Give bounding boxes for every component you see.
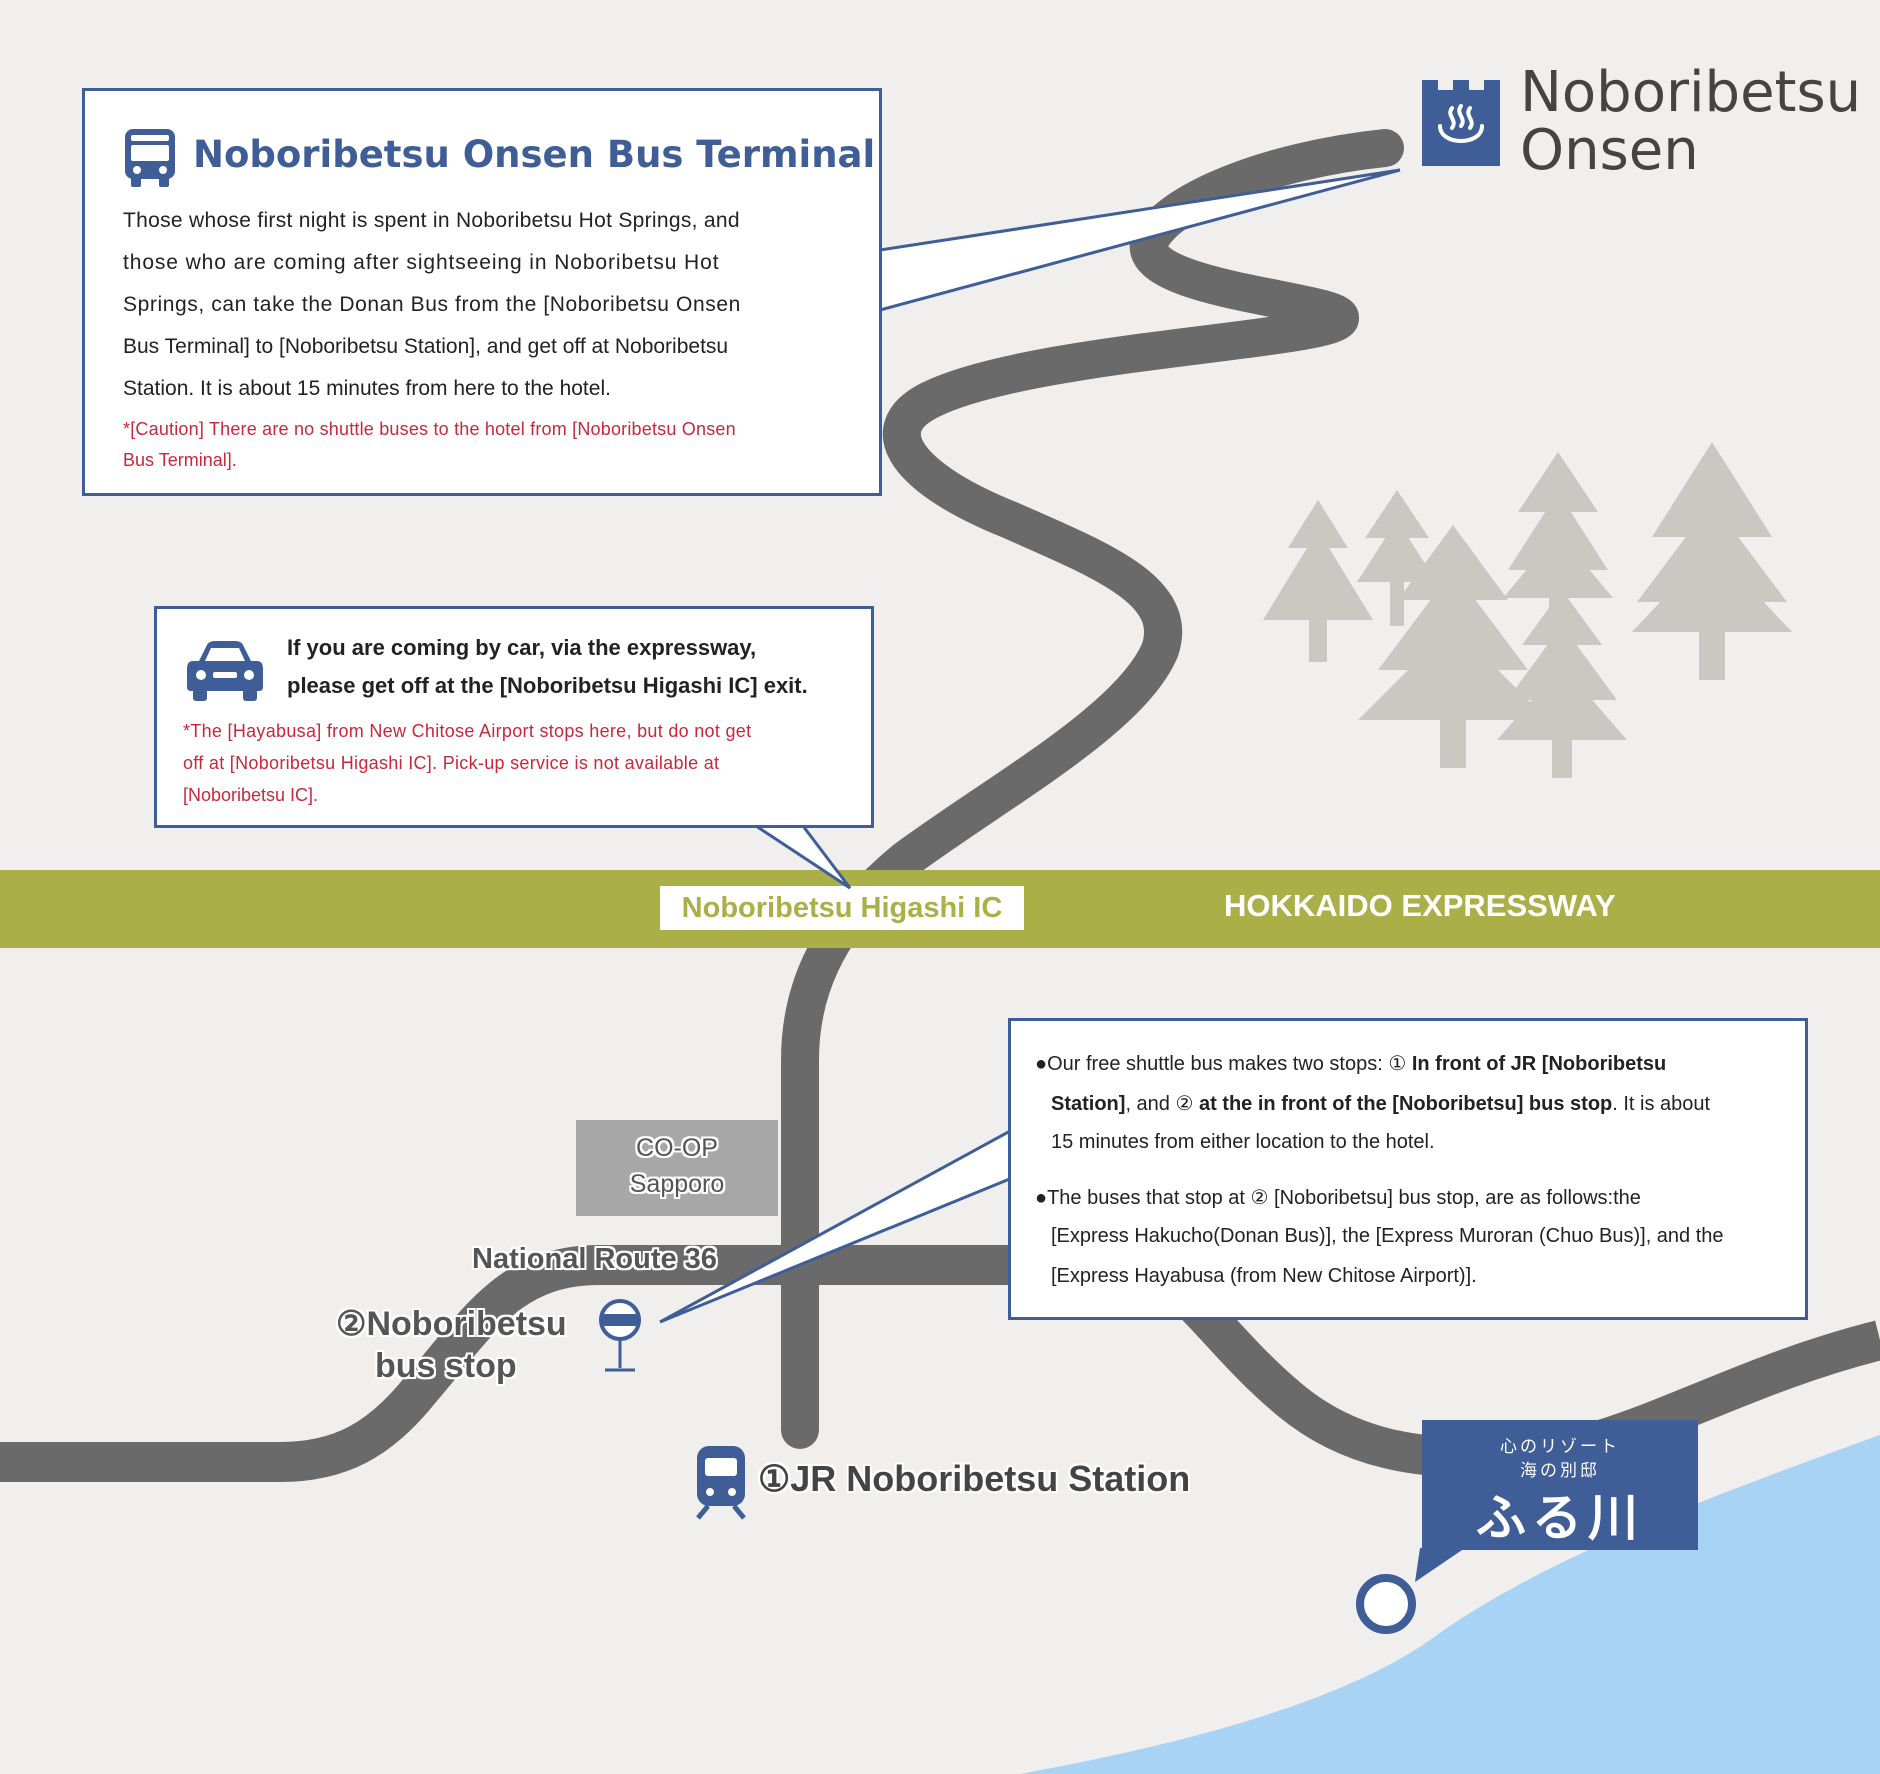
bus-terminal-caution-1: *[Caution] There are no shuttle buses to… bbox=[123, 419, 736, 439]
bus-stop-label-1: ②Noboribetsu bbox=[336, 1305, 567, 1343]
hot-spring-icon bbox=[1422, 80, 1500, 166]
road-route36 bbox=[0, 1245, 1060, 1482]
road-winding bbox=[781, 129, 1404, 1449]
car-note-3: [Noboribetsu IC]. bbox=[183, 785, 319, 805]
expressway-name: HOKKAIDO EXPRESSWAY bbox=[1224, 888, 1616, 923]
bus-terminal-pointer bbox=[878, 168, 1401, 312]
bus-terminal-line-5: Station. It is about 15 minutes from her… bbox=[123, 377, 611, 400]
car-note-1: *The [Hayabusa] from New Chitose Airport… bbox=[183, 721, 752, 741]
car-note-2: off at [Noboribetsu Higashi IC]. Pick-up… bbox=[183, 753, 720, 773]
hotel-name: ふる川 bbox=[1476, 1488, 1644, 1547]
train-icon bbox=[696, 1446, 746, 1520]
shuttle-p2-line-2: [Express Hakucho(Donan Bus)], the [Expre… bbox=[1051, 1225, 1724, 1247]
bus-terminal-line-2: those who are coming after sightseeing i… bbox=[123, 251, 720, 274]
bus-stop-label-2: bus stop bbox=[375, 1347, 517, 1385]
shuttle-callout: ●Our free shuttle bus makes two stops: ①… bbox=[1008, 1018, 1808, 1320]
hotel-line-2: 海の別邸 bbox=[1520, 1461, 1600, 1481]
car-line-2: please get off at the [Noboribetsu Higas… bbox=[287, 673, 808, 698]
shuttle-p1-line-3: 15 minutes from either location to the h… bbox=[1051, 1131, 1435, 1153]
bus-terminal-line-1: Those whose first night is spent in Nobo… bbox=[123, 209, 740, 232]
route36-label: National Route 36 bbox=[472, 1243, 717, 1275]
shuttle-p1-a: ●Our free shuttle bus makes two stops: ① bbox=[1035, 1053, 1412, 1075]
forest-icon bbox=[1263, 442, 1792, 778]
bus-terminal-title: Noboribetsu Onsen Bus Terminal bbox=[193, 133, 876, 176]
coop-line-1: CO-OP bbox=[636, 1134, 718, 1162]
bus-icon bbox=[123, 127, 177, 194]
coop-sapporo-building: CO-OP Sapporo bbox=[576, 1120, 778, 1216]
station-label: ①JR Noboribetsu Station bbox=[758, 1458, 1191, 1499]
shuttle-p1-f: . It is about bbox=[1612, 1093, 1711, 1115]
shuttle-p1-e: at the in front of the [Noboribetsu] bus… bbox=[1198, 1093, 1613, 1115]
shuttle-p1-b: In front of JR [Noboribetsu bbox=[1411, 1053, 1667, 1075]
hotel-line-1: 心のリゾート bbox=[1500, 1437, 1620, 1457]
car-icon bbox=[185, 639, 265, 708]
onsen-logo-line2: Onsen bbox=[1520, 118, 1699, 183]
ic-label: Noboribetsu Higashi IC bbox=[681, 892, 1003, 924]
bus-terminal-line-3: Springs, can take the Donan Bus from the… bbox=[123, 293, 741, 316]
bus-stop-icon bbox=[599, 1299, 641, 1372]
bus-terminal-caution-2: Bus Terminal]. bbox=[123, 450, 237, 470]
shuttle-p1-line-1: ●Our free shuttle bus makes two stops: ①… bbox=[1035, 1051, 1666, 1076]
shuttle-p1-c: Station] bbox=[1051, 1093, 1126, 1115]
shuttle-p1-line-2: Station], and ② at the in front of the [… bbox=[1051, 1091, 1710, 1116]
shuttle-p2-line-1: ●The buses that stop at ② [Noboribetsu] … bbox=[1035, 1187, 1641, 1209]
bus-terminal-callout: Noboribetsu Onsen Bus Terminal Those who… bbox=[82, 88, 882, 496]
car-callout: If you are coming by car, via the expres… bbox=[154, 606, 874, 828]
hotel-pointer bbox=[1415, 1548, 1465, 1582]
car-line-1: If you are coming by car, via the expres… bbox=[287, 635, 757, 660]
bus-terminal-line-4: Bus Terminal] to [Noboribetsu Station], … bbox=[123, 335, 729, 358]
hotel-logo: 心のリゾート 海の別邸 ふる川 bbox=[1422, 1420, 1698, 1550]
ic-label-bg bbox=[660, 886, 1024, 930]
shuttle-p1-d: , and ② bbox=[1125, 1093, 1199, 1115]
onsen-logo-line1: Noboribetsu bbox=[1520, 60, 1862, 125]
coop-line-2: Sapporo bbox=[629, 1170, 725, 1198]
shuttle-p2-line-3: [Express Hayabusa (from New Chitose Airp… bbox=[1051, 1265, 1477, 1287]
hotel-location-marker bbox=[1356, 1574, 1416, 1634]
